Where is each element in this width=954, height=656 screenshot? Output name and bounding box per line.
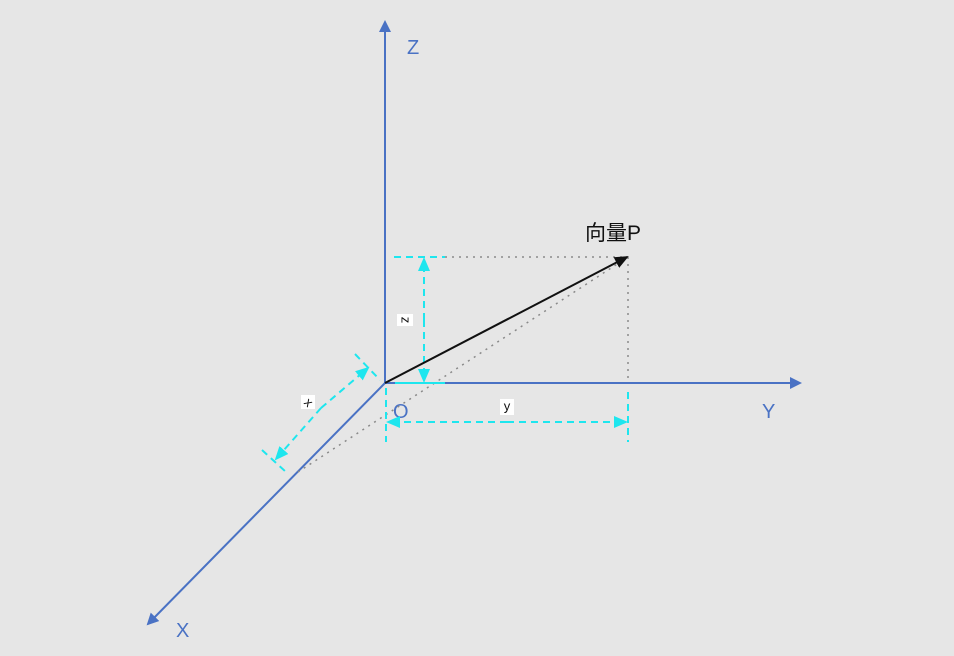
x-label-bg bbox=[301, 395, 315, 409]
z-dimension-label: z bbox=[399, 317, 414, 324]
x-dimension-arrow-up bbox=[320, 366, 370, 409]
z-label-bg bbox=[397, 314, 413, 326]
y-dimension-label: y bbox=[504, 398, 511, 413]
y-axis-label: Y bbox=[762, 401, 775, 423]
x-dimension-arrow-down bbox=[274, 407, 322, 461]
vector-p bbox=[384, 256, 629, 384]
x-dimension-tick-end bbox=[261, 449, 287, 473]
y-label-bg bbox=[500, 399, 514, 415]
z-axis-label: Z bbox=[407, 37, 419, 59]
origin-label: O bbox=[393, 401, 409, 423]
projection-line-diagonal bbox=[297, 256, 629, 473]
x-axis-label: X bbox=[176, 620, 189, 642]
vector-p-label: 向量P bbox=[585, 222, 641, 245]
x-axis bbox=[146, 382, 386, 626]
